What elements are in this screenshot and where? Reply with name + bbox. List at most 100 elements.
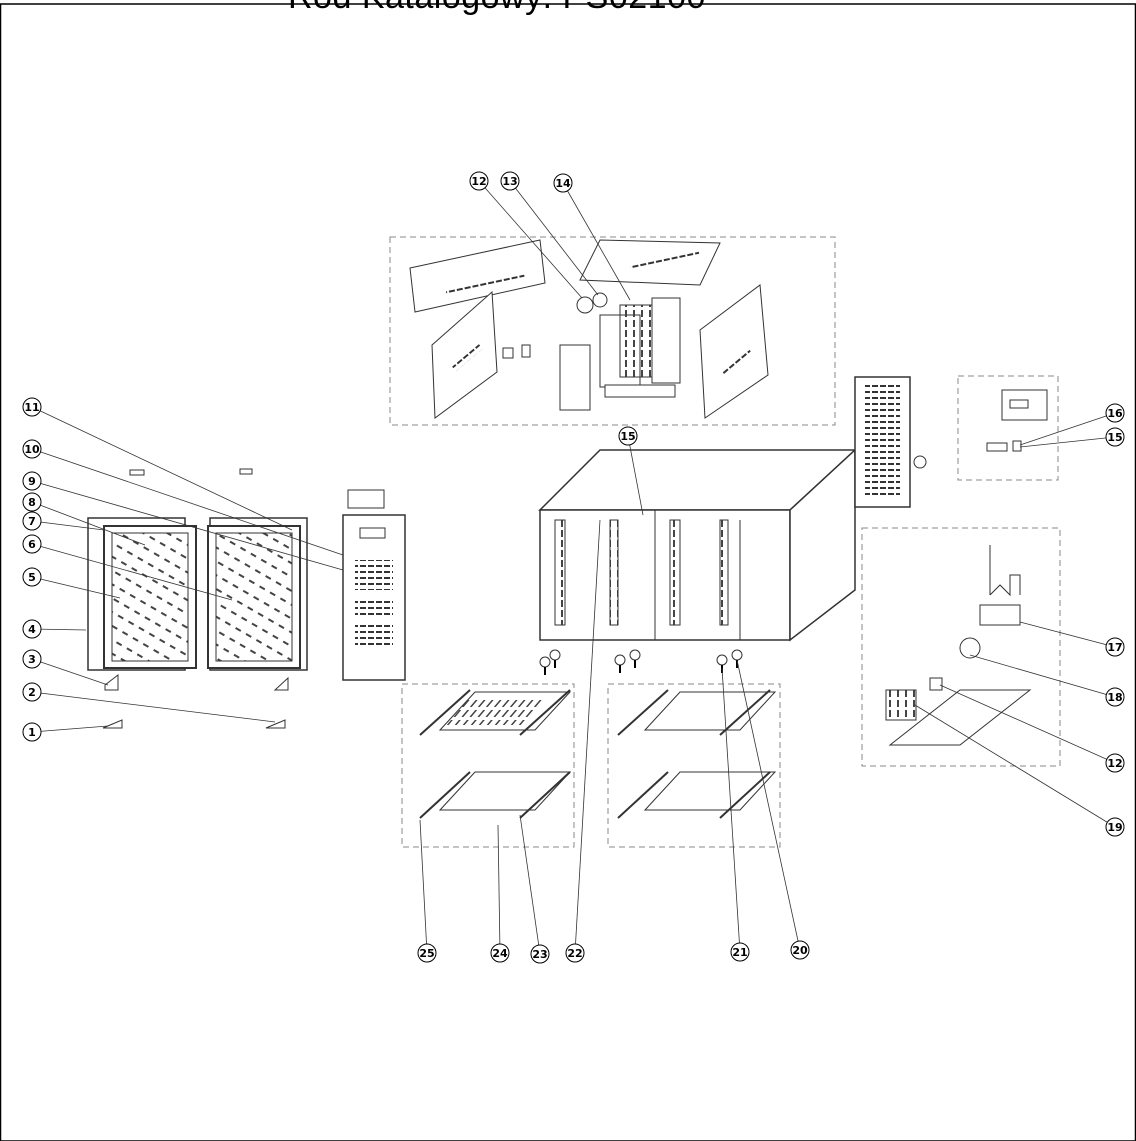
callout-number: 4 xyxy=(28,623,36,636)
callout-circle xyxy=(469,171,489,191)
callout-16: 16 xyxy=(1019,403,1125,446)
callout-18: 18 xyxy=(969,654,1125,707)
callout-15: 15 xyxy=(618,426,644,516)
callout-number: 7 xyxy=(28,515,36,528)
leader-line xyxy=(1019,436,1116,448)
leader-line xyxy=(31,480,344,571)
callout-number: 25 xyxy=(419,947,434,960)
callout-6: 6 xyxy=(22,534,233,601)
callout-number: 21 xyxy=(732,946,747,959)
control-box-group xyxy=(342,489,406,681)
callout-number: 23 xyxy=(532,948,547,961)
callout-circle xyxy=(1105,817,1125,837)
callout-circle xyxy=(22,439,42,459)
callout-22: 22 xyxy=(565,519,601,963)
callout-1: 1 xyxy=(22,722,109,742)
callout-circle xyxy=(22,649,42,669)
controller-group xyxy=(957,375,1059,481)
leader-line xyxy=(627,435,644,516)
callout-10: 10 xyxy=(22,439,344,556)
callout-23: 23 xyxy=(519,814,550,964)
callout-4: 4 xyxy=(22,619,87,639)
callout-number: 13 xyxy=(502,175,517,188)
callout-circle xyxy=(490,943,510,963)
leader-line xyxy=(969,654,1116,698)
callout-number: 3 xyxy=(28,653,36,666)
callout-number: 6 xyxy=(28,538,36,551)
callout-circle xyxy=(500,171,520,191)
callout-19: 19 xyxy=(914,704,1125,837)
cooling-unit-group xyxy=(389,236,836,426)
leader-line xyxy=(31,691,276,723)
compressor-group xyxy=(861,527,1061,767)
callout-circle xyxy=(553,173,573,193)
leader-line xyxy=(31,658,109,686)
callout-circle xyxy=(22,682,42,702)
leader-line xyxy=(478,180,583,299)
callout-number: 17 xyxy=(1107,641,1122,654)
callout-number: 24 xyxy=(492,947,508,960)
callout-circle xyxy=(1105,637,1125,657)
callout-20: 20 xyxy=(736,659,810,960)
leader-line xyxy=(1019,412,1116,446)
callout-7: 7 xyxy=(22,511,105,531)
leader-line xyxy=(1019,621,1116,648)
callout-circle xyxy=(22,492,42,512)
callout-circle xyxy=(22,619,42,639)
leader-line xyxy=(31,725,109,733)
callout-number: 10 xyxy=(24,443,40,456)
callout-number: 12 xyxy=(471,175,486,188)
leader-line xyxy=(562,182,631,301)
cabinet-group xyxy=(538,376,927,675)
callout-5: 5 xyxy=(22,567,121,599)
callout-circle xyxy=(1105,687,1125,707)
leader-line xyxy=(914,704,1116,828)
callout-number: 2 xyxy=(28,686,36,699)
callout-8: 8 xyxy=(22,492,146,546)
leader-line xyxy=(419,819,428,954)
callout-13: 13 xyxy=(500,171,599,296)
shelves-left-group xyxy=(401,683,575,848)
leader-line xyxy=(31,501,146,546)
callout-number: 19 xyxy=(1107,821,1122,834)
callout-number: 16 xyxy=(1107,407,1123,420)
doors-group xyxy=(87,468,308,729)
callout-circle xyxy=(1105,753,1125,773)
callout-21: 21 xyxy=(721,667,750,962)
callout-9: 9 xyxy=(22,471,344,571)
callout-17: 17 xyxy=(1019,621,1125,657)
callout-circle xyxy=(790,940,810,960)
callout-circle xyxy=(22,534,42,554)
leader-line xyxy=(519,814,541,955)
leader-line xyxy=(736,659,801,951)
callout-number: 18 xyxy=(1107,691,1122,704)
leader-line xyxy=(31,576,121,599)
callout-12: 12 xyxy=(469,171,583,299)
callout-24: 24 xyxy=(490,824,510,963)
callout-number: 22 xyxy=(567,947,582,960)
callout-11: 11 xyxy=(22,397,293,531)
leader-line xyxy=(497,824,501,954)
callout-2: 2 xyxy=(22,682,276,723)
leader-line xyxy=(574,519,601,954)
callout-number: 8 xyxy=(28,496,36,509)
callout-number: 14 xyxy=(555,177,571,190)
leader-line xyxy=(31,520,105,531)
shelves-right-group xyxy=(607,683,781,848)
callout-number: 15 xyxy=(620,430,635,443)
callout-number: 20 xyxy=(792,944,808,957)
callout-number: 11 xyxy=(24,401,39,414)
callout-circle xyxy=(22,722,42,742)
callout-number: 1 xyxy=(28,726,36,739)
leader-line xyxy=(31,543,233,601)
callout-circle xyxy=(1105,403,1125,423)
callout-circle xyxy=(22,471,42,491)
callout-number: 15 xyxy=(1107,431,1122,444)
callout-3: 3 xyxy=(22,649,109,686)
callout-circle xyxy=(22,567,42,587)
callout-circle xyxy=(530,944,550,964)
leader-line xyxy=(939,684,1116,764)
callout-number: 5 xyxy=(28,571,36,584)
